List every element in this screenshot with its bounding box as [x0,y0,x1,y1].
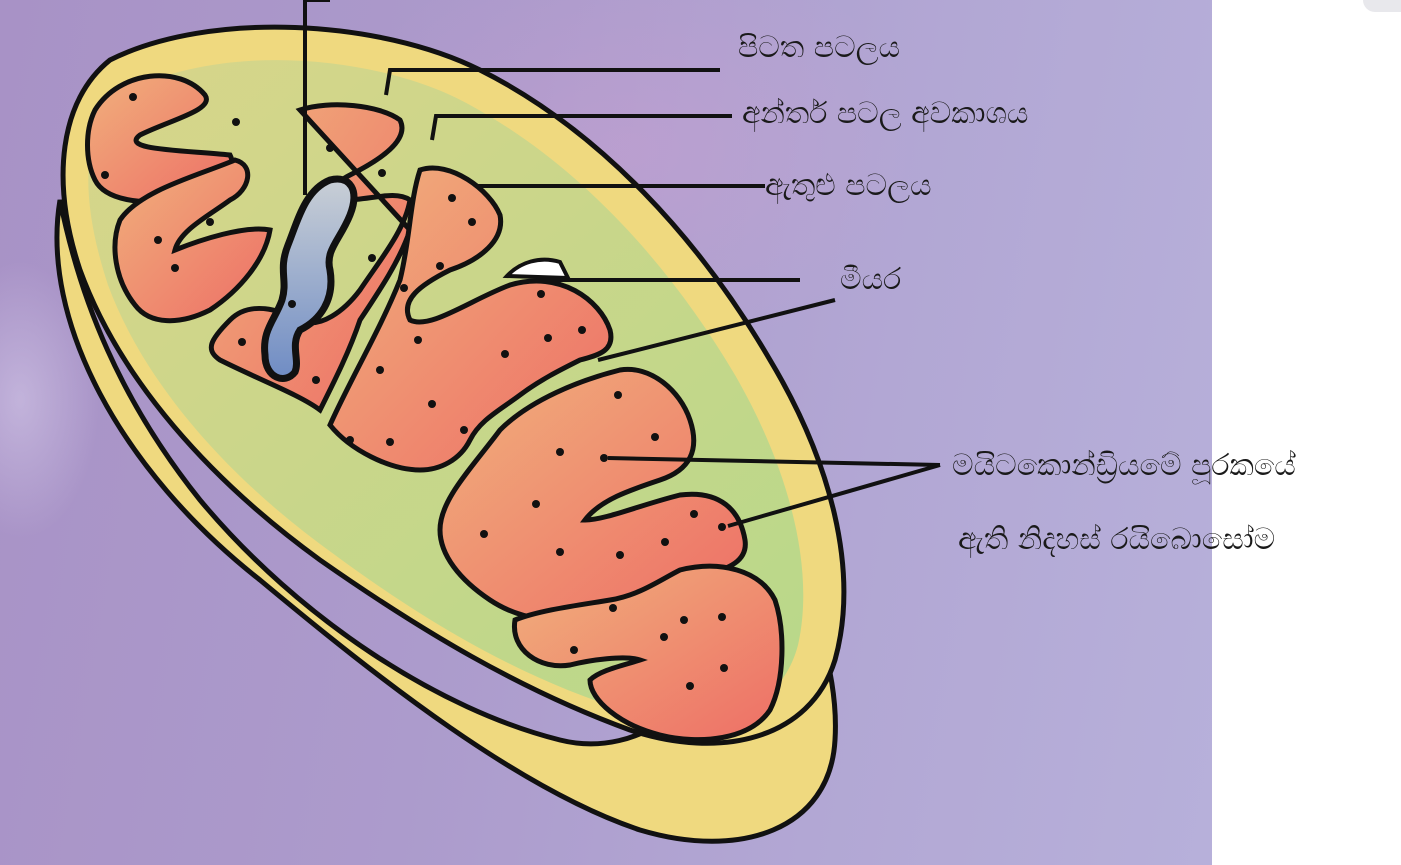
label-matrix: මීයර [840,262,901,298]
label-free-ribosomes-line2: ඇති නිදහස් රයිබොසෝම [958,522,1275,558]
label-intermembrane-space: අන්තර් පටල අවකාශය [742,96,1028,132]
label-outer-membrane: පිටත පටලය [738,30,900,66]
label-free-ribosomes-line1: මයිටකොන්ඩ්‍රියමේ පූරකයේ [952,448,1296,484]
label-inner-membrane: ඇතුළු පටලය [765,168,932,204]
